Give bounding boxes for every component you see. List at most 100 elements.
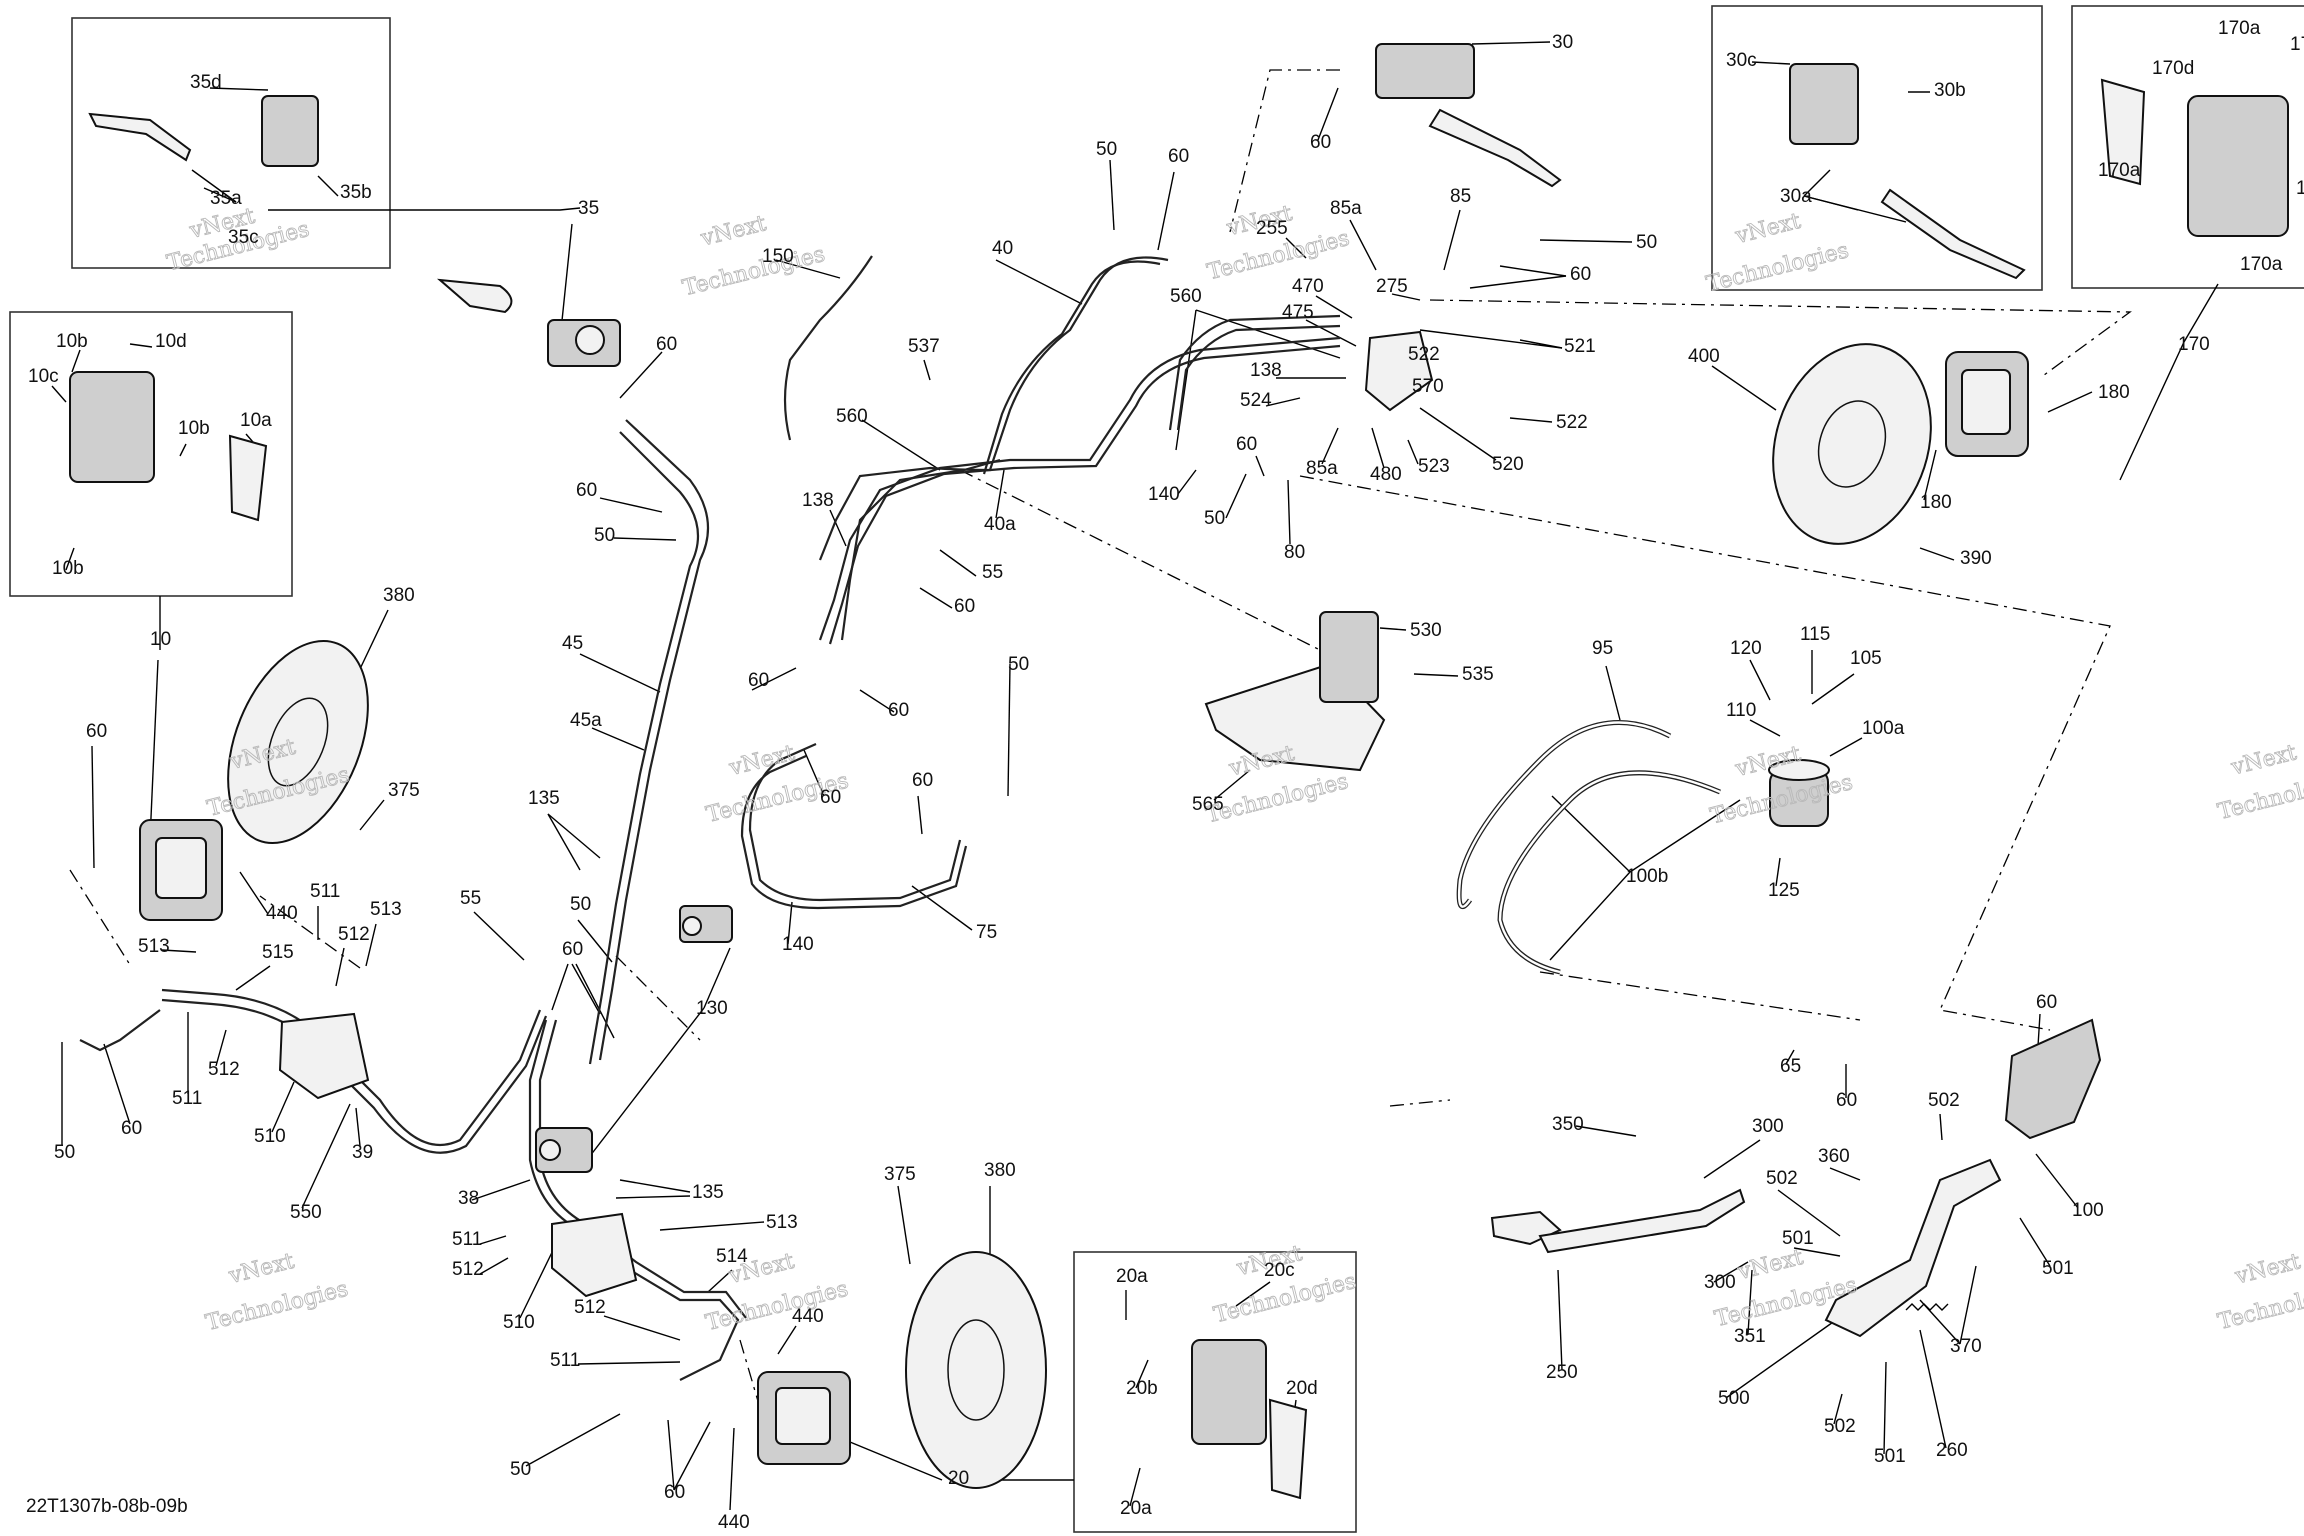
callout-l-511-d: 511	[550, 1350, 580, 1371]
callout-l-250: 250	[1546, 1362, 1578, 1383]
callout-l-30b: 30b	[1934, 80, 1966, 101]
caliper-detail-170	[2100, 78, 2289, 237]
callout-l-300-a: 300	[1752, 1116, 1784, 1137]
hose-40a	[840, 458, 1001, 641]
callout-l-35a: 35a	[210, 188, 242, 209]
callout-l-480: 480	[1370, 464, 1402, 485]
detail-box-170	[2071, 5, 2304, 289]
callout-l-50-g: 50	[1636, 232, 1657, 253]
callout-l-50-a: 50	[54, 1142, 75, 1163]
callout-l-10: 10	[150, 629, 171, 650]
bracket-510-b	[551, 1212, 638, 1298]
callout-l-20a-2: 20a	[1120, 1498, 1152, 1519]
callout-l-515: 515	[262, 942, 294, 963]
callout-l-1-t: 1	[2296, 178, 2304, 199]
watermark: Technologies	[2215, 766, 2304, 825]
callout-l-300-b: 300	[1704, 1272, 1736, 1293]
callout-l-110: 110	[1726, 700, 1756, 721]
callout-l-39: 39	[352, 1142, 373, 1163]
callout-l-514: 514	[716, 1246, 748, 1267]
callout-l-105: 105	[1850, 648, 1882, 669]
brake-discs	[227, 343, 1932, 1489]
callout-l-138-a: 138	[802, 490, 834, 511]
callout-l-512-d: 512	[574, 1297, 606, 1318]
detail-boxes	[9, 5, 2304, 1533]
callout-l-255: 255	[1256, 218, 1288, 239]
callout-l-510-b: 510	[503, 1312, 535, 1333]
callout-l-180-a: 180	[2098, 382, 2130, 403]
bracket-510-a	[278, 1012, 370, 1100]
callout-l-170a-2: 170a	[2098, 160, 2141, 181]
watermark: Technologies	[1204, 769, 1351, 828]
callout-l-85: 85	[1450, 186, 1471, 207]
callout-l-565: 565	[1192, 794, 1224, 815]
hose-45	[598, 419, 710, 1061]
callout-l-380-2: 380	[984, 1160, 1016, 1181]
brake-disc-380-front-left	[227, 640, 369, 844]
callout-l-512-b: 512	[208, 1059, 240, 1080]
leader-lines	[51, 41, 2219, 1511]
callout-l-140-b: 140	[1148, 484, 1180, 505]
brake-disc-400-rear	[1772, 343, 1932, 545]
callout-l-10a: 10a	[240, 410, 272, 431]
document-id: 22T1307b-08b-09b	[26, 1496, 188, 1517]
callout-l-60-n: 60	[1570, 264, 1591, 285]
pedal-bracket-500	[1824, 1158, 2002, 1338]
callout-l-20: 20	[948, 1468, 969, 1489]
watermark: Technologies	[703, 1277, 850, 1336]
callout-l-390: 390	[1960, 548, 1992, 569]
callout-l-440-3: 440	[718, 1512, 750, 1533]
callout-l-17: 17	[2290, 34, 2304, 55]
hose-138-b	[828, 344, 1341, 645]
callout-l-375-2: 375	[884, 1164, 916, 1185]
callout-l-135-b: 135	[692, 1182, 724, 1203]
watermark: Technologies	[2215, 1276, 2304, 1335]
callout-l-511-c: 511	[452, 1229, 482, 1250]
assembly-dash-lines	[69, 69, 2132, 1409]
callout-l-120: 120	[1730, 638, 1762, 659]
detail-box-30	[1711, 5, 2043, 291]
callout-l-530: 530	[1410, 620, 1442, 641]
callout-l-60-p: 60	[2036, 992, 2057, 1013]
callout-l-85a-1: 85a	[1330, 198, 1362, 219]
watermark: vNext	[1735, 1245, 1806, 1285]
callout-l-100b: 100b	[1626, 866, 1668, 887]
callout-l-50-e: 50	[1096, 139, 1117, 160]
abs-module-130	[679, 905, 733, 943]
watermark: Technologies	[203, 1277, 350, 1336]
master-cylinder-35	[436, 278, 621, 367]
callout-l-512-c: 512	[452, 1259, 484, 1280]
callout-l-60-l: 60	[912, 770, 933, 791]
hose-38	[528, 1019, 740, 1381]
callout-l-50-c: 50	[570, 894, 591, 915]
callout-l-475: 475	[1282, 302, 1314, 323]
reservoir-100a	[1768, 759, 1830, 827]
callout-l-95: 95	[1592, 638, 1613, 659]
hose-75	[740, 754, 968, 910]
caliper-20	[757, 1371, 851, 1465]
watermark: vNext	[1732, 209, 1803, 249]
callout-l-60-k: 60	[820, 787, 841, 808]
callout-l-260: 260	[1936, 1440, 1968, 1461]
callout-l-40a: 40a	[984, 514, 1016, 535]
detail-box-35	[71, 17, 391, 269]
callout-l-50-h: 50	[1204, 508, 1225, 529]
callout-l-65: 65	[1780, 1056, 1801, 1077]
hose-100b	[1497, 770, 1721, 975]
callout-l-511-a: 511	[310, 881, 340, 902]
master-cylinder-100	[2004, 1018, 2102, 1140]
callout-l-512-a: 512	[338, 924, 370, 945]
caliper-detail-20	[1191, 1339, 1308, 1500]
callout-l-501-c: 501	[1874, 1446, 1906, 1467]
hose-100b-inner	[1498, 771, 1721, 974]
caliper-10	[139, 819, 223, 921]
watermark: vNext	[226, 1249, 297, 1289]
caliper-180	[1945, 351, 2029, 457]
callout-l-400: 400	[1688, 346, 1720, 367]
callout-l-130: 130	[696, 998, 728, 1019]
callout-l-55-a: 55	[460, 888, 481, 909]
callout-l-80: 80	[1284, 542, 1305, 563]
callout-l-35d: 35d	[190, 72, 222, 93]
callout-l-511-b: 511	[172, 1088, 202, 1109]
